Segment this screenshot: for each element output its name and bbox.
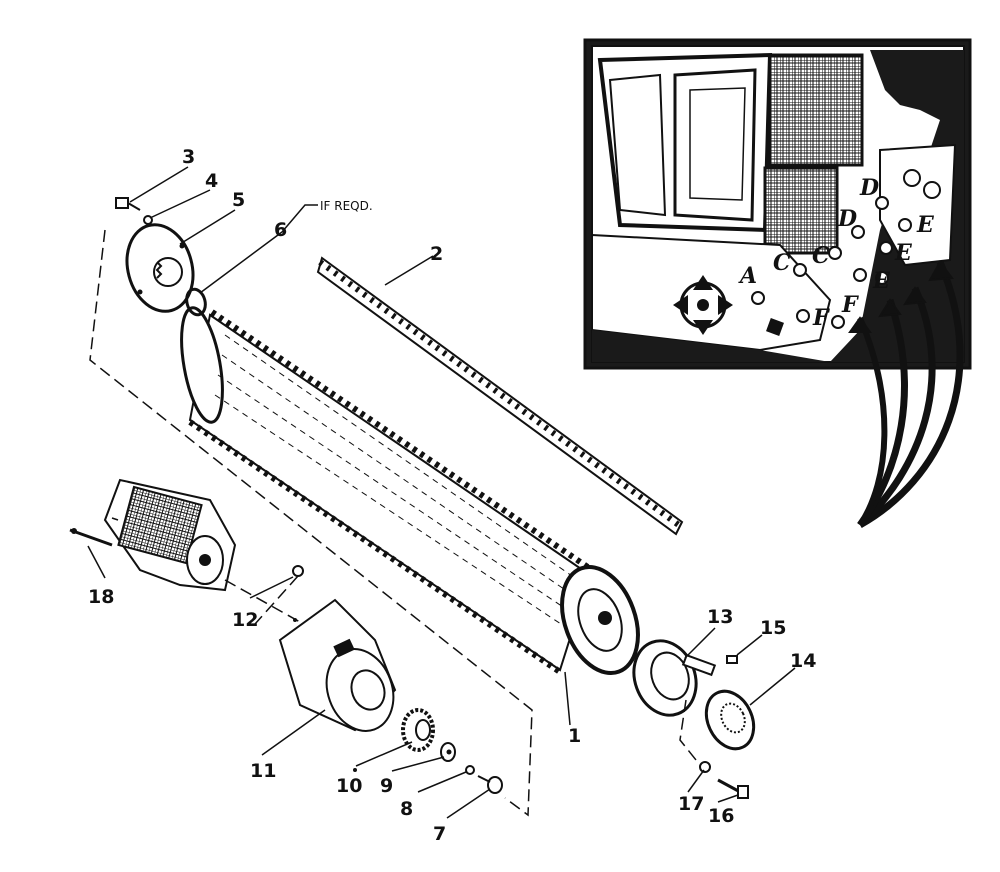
callout-13: 13: [707, 606, 733, 628]
inset-label-d-2: D: [859, 175, 879, 201]
inset-label-d-1: D: [837, 206, 857, 232]
sprocket-10: [401, 708, 435, 752]
callout-6: 6: [274, 219, 287, 241]
callout-3: 3: [182, 146, 195, 168]
callout-8: 8: [400, 798, 413, 820]
callout-16: 16: [708, 805, 734, 827]
inset-label-e-2: E: [894, 240, 913, 266]
roller-cylinder: [180, 306, 640, 676]
inset-label-e-1: E: [916, 212, 935, 238]
leader-lines: [87, 166, 796, 819]
callout-2: 2: [430, 243, 443, 265]
callout-18: 18: [88, 586, 114, 608]
end-plate: [125, 223, 195, 313]
callout-15: 15: [760, 617, 786, 639]
callout-10: 10: [336, 775, 362, 797]
callout-labels: 3 4 5 6 IF REQD. 2 1 13 15 14 17 16 7 8 …: [88, 146, 816, 845]
callout-1: 1: [568, 725, 581, 747]
bearing-14: [704, 689, 756, 751]
callout-5: 5: [232, 189, 245, 211]
bolt-7: [477, 775, 503, 794]
lube-point-icons: [751, 169, 941, 329]
inset-label-c-1: C: [773, 250, 791, 276]
motor-assembly: [69, 478, 237, 592]
bearing-housing: [278, 598, 397, 772]
pointer-arrows: [848, 260, 964, 529]
inset-label-f-2: F: [841, 292, 859, 318]
o-ring-6: [185, 287, 207, 317]
callout-7: 7: [433, 823, 446, 845]
washer-8: [465, 765, 475, 775]
inset-label-a: A: [738, 263, 757, 289]
washer-9: [440, 742, 456, 762]
callout-17: 17: [678, 793, 704, 815]
callout-9: 9: [380, 775, 393, 797]
bolt-15: [726, 655, 738, 664]
bolt-16: [717, 778, 749, 799]
washer-17: [699, 761, 711, 773]
toothed-strip: [316, 256, 684, 536]
coupling-13: [632, 639, 717, 717]
inset-cab-diagram: A C C D D E E E F F: [583, 38, 972, 370]
bolt-3: [115, 197, 141, 211]
inset-label-e-3: E: [872, 268, 891, 294]
if-reqd-note: IF REQD.: [320, 199, 373, 213]
assembly-guide-lines: [89, 229, 701, 817]
inset-label-f-1: F: [812, 305, 830, 331]
callout-12: 12: [232, 609, 258, 631]
callout-14: 14: [790, 650, 816, 672]
nut-12: [292, 565, 304, 577]
callout-4: 4: [205, 170, 218, 192]
inset-label-c-2: C: [812, 243, 830, 269]
callout-11: 11: [250, 760, 276, 782]
